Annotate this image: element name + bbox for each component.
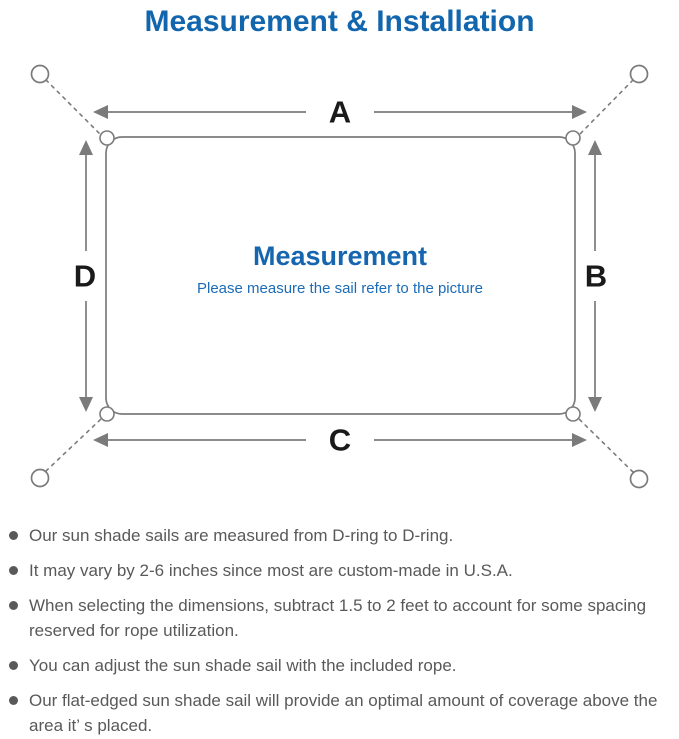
tie-rope-bottom-left (45, 418, 102, 472)
tie-rope-top-left (45, 79, 102, 136)
note-text: It may vary by 2-6 inches since most are… (29, 561, 513, 580)
d-ring-icon-bottom-left (99, 406, 115, 422)
note-text: Our sun shade sails are measured from D-… (29, 526, 454, 545)
sail-diagram-graphic (30, 64, 649, 489)
anchor-points (30, 64, 649, 489)
dimension-label-a: A (328, 94, 352, 130)
anchor-point-icon-bottom-right (629, 469, 649, 489)
measure-arrow-b (588, 140, 602, 412)
bullet-icon (9, 696, 18, 705)
tie-rope-dashed-lines (45, 79, 634, 473)
measure-arrow-c (93, 433, 587, 447)
anchor-point-icon-bottom-left (30, 468, 50, 488)
anchor-point-icon-top-left (30, 64, 50, 84)
diagram-heading: Measurement (252, 241, 428, 271)
note-item-subtract-feet: When selecting the dimensions, subtract … (9, 593, 673, 643)
bullet-icon (9, 601, 18, 610)
sail-outline (105, 136, 576, 415)
bullet-icon (9, 531, 18, 540)
note-text: Our flat-edged sun shade sail will provi… (29, 691, 658, 735)
d-ring-icon-top-left (99, 130, 115, 146)
note-text: When selecting the dimensions, subtract … (29, 596, 647, 640)
d-ring-icon-bottom-right (565, 406, 581, 422)
dimension-label-c: C (328, 422, 352, 458)
bullet-icon (9, 661, 18, 670)
dimension-label-b: B (584, 258, 608, 294)
tie-rope-bottom-right (578, 418, 634, 473)
measure-arrow-a (93, 105, 587, 119)
d-rings (99, 130, 581, 422)
note-text: You can adjust the sun shade sail with t… (29, 656, 457, 675)
note-item-adjust-rope: You can adjust the sun shade sail with t… (9, 653, 673, 678)
note-item-flat-edged-coverage: Our flat-edged sun shade sail will provi… (9, 688, 673, 738)
note-item-vary-inches: It may vary by 2-6 inches since most are… (9, 558, 673, 583)
measure-arrow-d (79, 140, 93, 412)
measurement-diagram: A B C D Measurement Please measure the s… (0, 55, 679, 515)
anchor-point-icon-top-right (629, 64, 649, 84)
d-ring-icon-top-right (565, 130, 581, 146)
bullet-icon (9, 566, 18, 575)
page-title: Measurement & Installation (144, 5, 535, 38)
diagram-center-text: Measurement Please measure the sail refe… (105, 241, 575, 297)
notes-list: Our sun shade sails are measured from D-… (0, 523, 679, 738)
dimension-label-d: D (73, 258, 97, 294)
diagram-subheading: Please measure the sail refer to the pic… (197, 280, 483, 297)
tie-rope-top-right (578, 79, 634, 136)
note-item-measured-dring: Our sun shade sails are measured from D-… (9, 523, 673, 548)
